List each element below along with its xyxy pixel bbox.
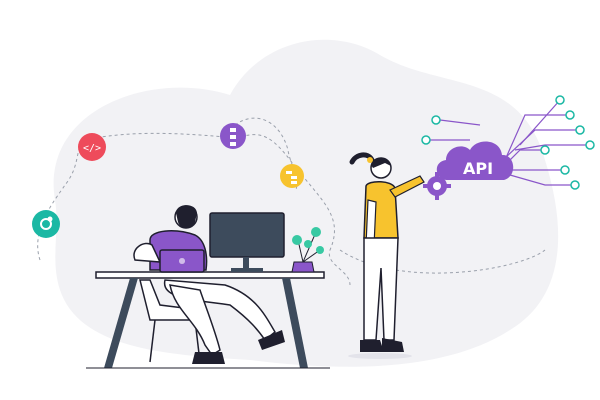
svg-text:</>: </>	[83, 143, 101, 154]
dashed-connector	[37, 132, 351, 286]
monitor	[209, 212, 285, 272]
laptop	[159, 249, 205, 273]
plant	[291, 227, 324, 273]
circuit-nodes	[421, 95, 595, 190]
gear-icon	[423, 172, 451, 200]
standing-person	[349, 152, 425, 352]
floor-shadow	[348, 353, 412, 359]
api-cloud: API	[436, 141, 514, 180]
gear-icon	[32, 210, 60, 238]
flowchart-icon	[220, 123, 246, 149]
tree-icon	[280, 164, 304, 188]
api-label: API	[463, 159, 493, 178]
circuit-lines	[430, 99, 590, 186]
background-blob	[53, 39, 559, 367]
desk	[86, 271, 330, 369]
code-icon: </>	[78, 133, 106, 161]
